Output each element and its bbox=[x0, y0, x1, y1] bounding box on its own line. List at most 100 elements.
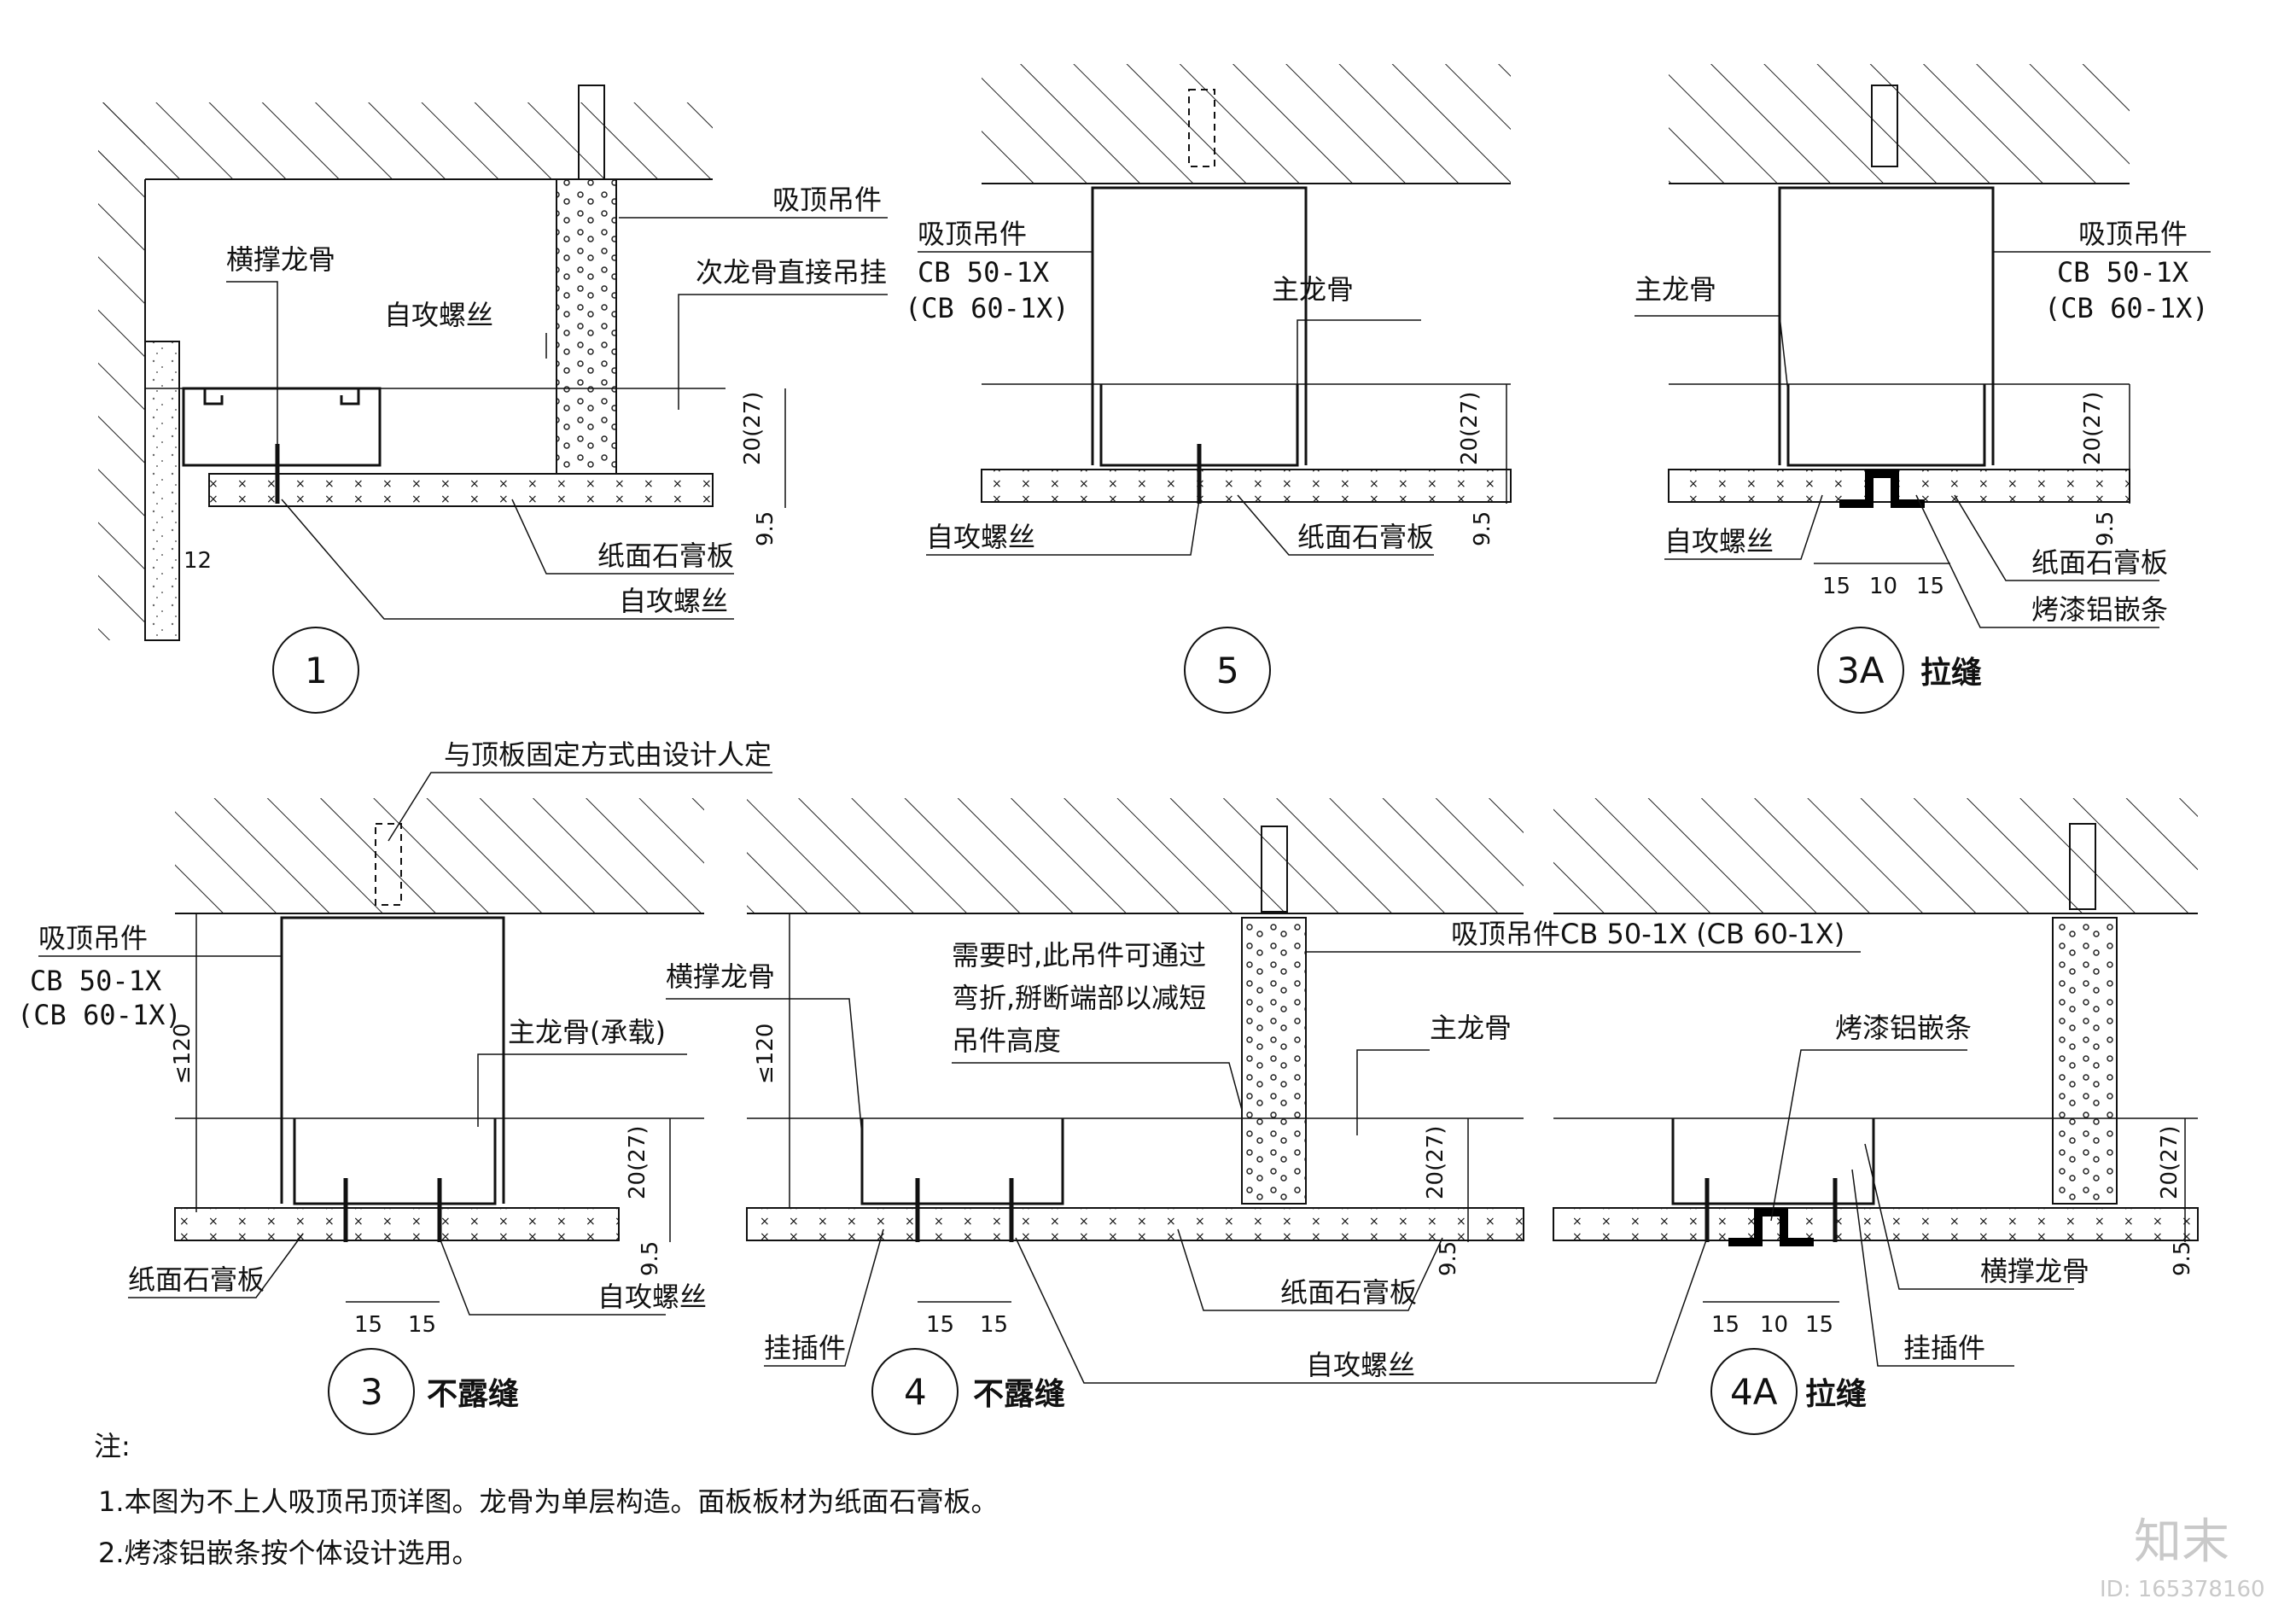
wall bbox=[98, 102, 145, 640]
cross-channel bbox=[1671, 1118, 1875, 1205]
dim-9-5: 9.5 bbox=[638, 1241, 663, 1276]
dim-15a: 15 bbox=[354, 1312, 382, 1338]
watermark-id: ID: 165378160 bbox=[2100, 1577, 2265, 1602]
notes-line-1: 1.本图为不上人吸顶吊顶详图。龙骨为单层构造。面板板材为纸面石膏板。 bbox=[98, 1485, 999, 1518]
detail-number: 3 bbox=[360, 1371, 383, 1413]
screw bbox=[1705, 1178, 1838, 1242]
screw bbox=[343, 1178, 442, 1242]
dim-20: 20(27) bbox=[740, 392, 766, 465]
label-screw: 自攻螺丝 bbox=[1306, 1349, 1415, 1381]
wall-plaster bbox=[144, 341, 180, 641]
label-cb60: (CB 60-1X) bbox=[2044, 292, 2209, 324]
label-screw-1: 自攻螺丝 bbox=[384, 299, 493, 331]
dim-20: 20(27) bbox=[1423, 1126, 1448, 1199]
dim-9-5: 9.5 bbox=[753, 511, 778, 546]
main-channel bbox=[293, 1118, 497, 1205]
anchor-bolt bbox=[1871, 85, 1898, 167]
label-screw: 自攻螺丝 bbox=[926, 521, 1035, 553]
dim-20: 20(27) bbox=[625, 1126, 650, 1199]
label-hanger: 吸顶吊件CB 50-1X (CB 60-1X) bbox=[1451, 918, 1844, 950]
screw bbox=[915, 1178, 1014, 1242]
detail-tag: 不露缝 bbox=[973, 1377, 1065, 1412]
dim-9-5: 9.5 bbox=[1470, 511, 1495, 546]
label-screw: 自攻螺丝 bbox=[597, 1281, 707, 1313]
label-aluminum-strip: 烤漆铝嵌条 bbox=[1835, 1012, 1972, 1044]
label-cb60: (CB 60-1X) bbox=[17, 999, 182, 1031]
ceiling-slab bbox=[747, 798, 1524, 913]
dim-12: 12 bbox=[184, 548, 212, 574]
dim-15a: 15 bbox=[1822, 574, 1850, 599]
label-main-channel: 主龙骨 bbox=[1635, 273, 1716, 306]
dim-15b: 15 bbox=[980, 1312, 1008, 1338]
label-clip: 挂插件 bbox=[1903, 1332, 1985, 1364]
detail-3A: 吸顶吊件 CB 50-1X (CB 60-1X) 主龙骨 自攻螺丝 纸面石膏板 … bbox=[1635, 64, 2211, 714]
suspension-hanger bbox=[280, 916, 505, 1204]
label-note-1: 需要时,此吊件可通过 bbox=[952, 939, 1206, 971]
dim-15b: 15 bbox=[1916, 574, 1944, 599]
dim-15a: 15 bbox=[1711, 1312, 1739, 1338]
label-hanger: 吸顶吊件 bbox=[2078, 218, 2188, 250]
detail-3: 与顶板固定方式由设计人定 吸顶吊件 CB 50-1X (CB 60-1X) 主龙… bbox=[17, 738, 772, 1435]
label-cb60: (CB 60-1X) bbox=[905, 292, 1069, 324]
label-main-channel: 主龙骨(承载) bbox=[508, 1016, 666, 1048]
detail-number-circle bbox=[272, 627, 359, 714]
ceiling-slab bbox=[982, 64, 1511, 184]
suspension-hanger bbox=[1778, 186, 1995, 465]
gypsum-board bbox=[981, 469, 1512, 503]
detail-tag: 不露缝 bbox=[427, 1377, 519, 1412]
notes: 注: 1.本图为不上人吸顶吊顶详图。龙骨为单层构造。面板板材为纸面石膏板。 2.… bbox=[94, 1430, 999, 1569]
label-screw-2: 自攻螺丝 bbox=[619, 585, 728, 617]
detail-number: 4 bbox=[904, 1371, 927, 1413]
dim-20: 20(27) bbox=[2080, 392, 2106, 465]
suspension-hanger bbox=[1241, 917, 1307, 1205]
gypsum-board bbox=[174, 1207, 620, 1241]
label-gypsum: 纸面石膏板 bbox=[128, 1263, 265, 1296]
label-cross-channel: 横撑龙骨 bbox=[226, 243, 335, 276]
suspension-hanger bbox=[2052, 917, 2118, 1205]
cross-channel bbox=[860, 1118, 1064, 1205]
detail-number: 3A bbox=[1837, 650, 1885, 691]
label-hanger: 吸顶吊件 bbox=[38, 922, 148, 954]
notes-line-2: 2.烤漆铝嵌条按个体设计选用。 bbox=[98, 1537, 480, 1569]
dim-20: 20(27) bbox=[1457, 392, 1483, 465]
dim-9-5: 9.5 bbox=[2170, 1241, 2195, 1276]
label-cross-channel: 横撑龙骨 bbox=[666, 960, 775, 993]
detail-5: 吸顶吊件 CB 50-1X (CB 60-1X) 主龙骨 自攻螺丝 纸面石膏板 … bbox=[905, 64, 1512, 714]
notes-title: 注: bbox=[94, 1430, 131, 1462]
label-fixing: 与顶板固定方式由设计人定 bbox=[444, 738, 772, 771]
dim-9-5: 9.5 bbox=[1436, 1241, 1461, 1276]
label-gypsum: 纸面石膏板 bbox=[2031, 546, 2168, 579]
detail-number: 1 bbox=[305, 650, 328, 691]
detail-tag: 拉缝 bbox=[1805, 1377, 1867, 1412]
watermark-logo: 知末 bbox=[2134, 1514, 2229, 1570]
dim-120: ≤120 bbox=[170, 1024, 195, 1084]
label-cross-channel: 横撑龙骨 bbox=[1980, 1255, 2089, 1287]
dim-15b: 15 bbox=[408, 1312, 436, 1338]
label-cb50: CB 50-1X bbox=[30, 965, 161, 997]
detail-4: 横撑龙骨 需要时,此吊件可通过 弯折,掰断端部以减短 吊件高度 吸顶吊件CB 5… bbox=[666, 798, 1861, 1435]
detail-number-circle bbox=[1184, 627, 1271, 714]
anchor-bolt bbox=[375, 823, 402, 906]
gypsum-board bbox=[208, 473, 714, 507]
label-note-2: 弯折,掰断端部以减短 bbox=[952, 982, 1206, 1014]
label-clip: 挂插件 bbox=[764, 1332, 846, 1364]
ceiling-slab bbox=[175, 798, 704, 913]
label-aluminum-strip: 烤漆铝嵌条 bbox=[2031, 593, 2168, 626]
anchor-bolt bbox=[1261, 826, 1288, 913]
dim-20: 20(27) bbox=[2157, 1126, 2182, 1199]
aluminum-strip bbox=[1728, 1208, 1814, 1246]
label-cb50: CB 50-1X bbox=[2057, 256, 2188, 289]
label-note-3: 吊件高度 bbox=[952, 1024, 1061, 1057]
label-direct-hang: 次龙骨直接吊挂 bbox=[696, 256, 887, 289]
detail-number-circle bbox=[1817, 627, 1904, 714]
label-hanger: 吸顶吊件 bbox=[918, 218, 1027, 250]
dim-9-5: 9.5 bbox=[2093, 511, 2118, 546]
watermark: 知末 ID: 165378160 bbox=[2100, 1514, 2265, 1602]
dim-10: 10 bbox=[1760, 1312, 1788, 1338]
detail-number-circle bbox=[328, 1348, 415, 1435]
aluminum-strip bbox=[1839, 470, 1925, 508]
detail-number: 5 bbox=[1216, 650, 1239, 691]
label-main-channel: 主龙骨 bbox=[1430, 1012, 1512, 1044]
dim-120: ≤120 bbox=[753, 1024, 778, 1084]
suspension-hanger bbox=[1091, 186, 1308, 465]
